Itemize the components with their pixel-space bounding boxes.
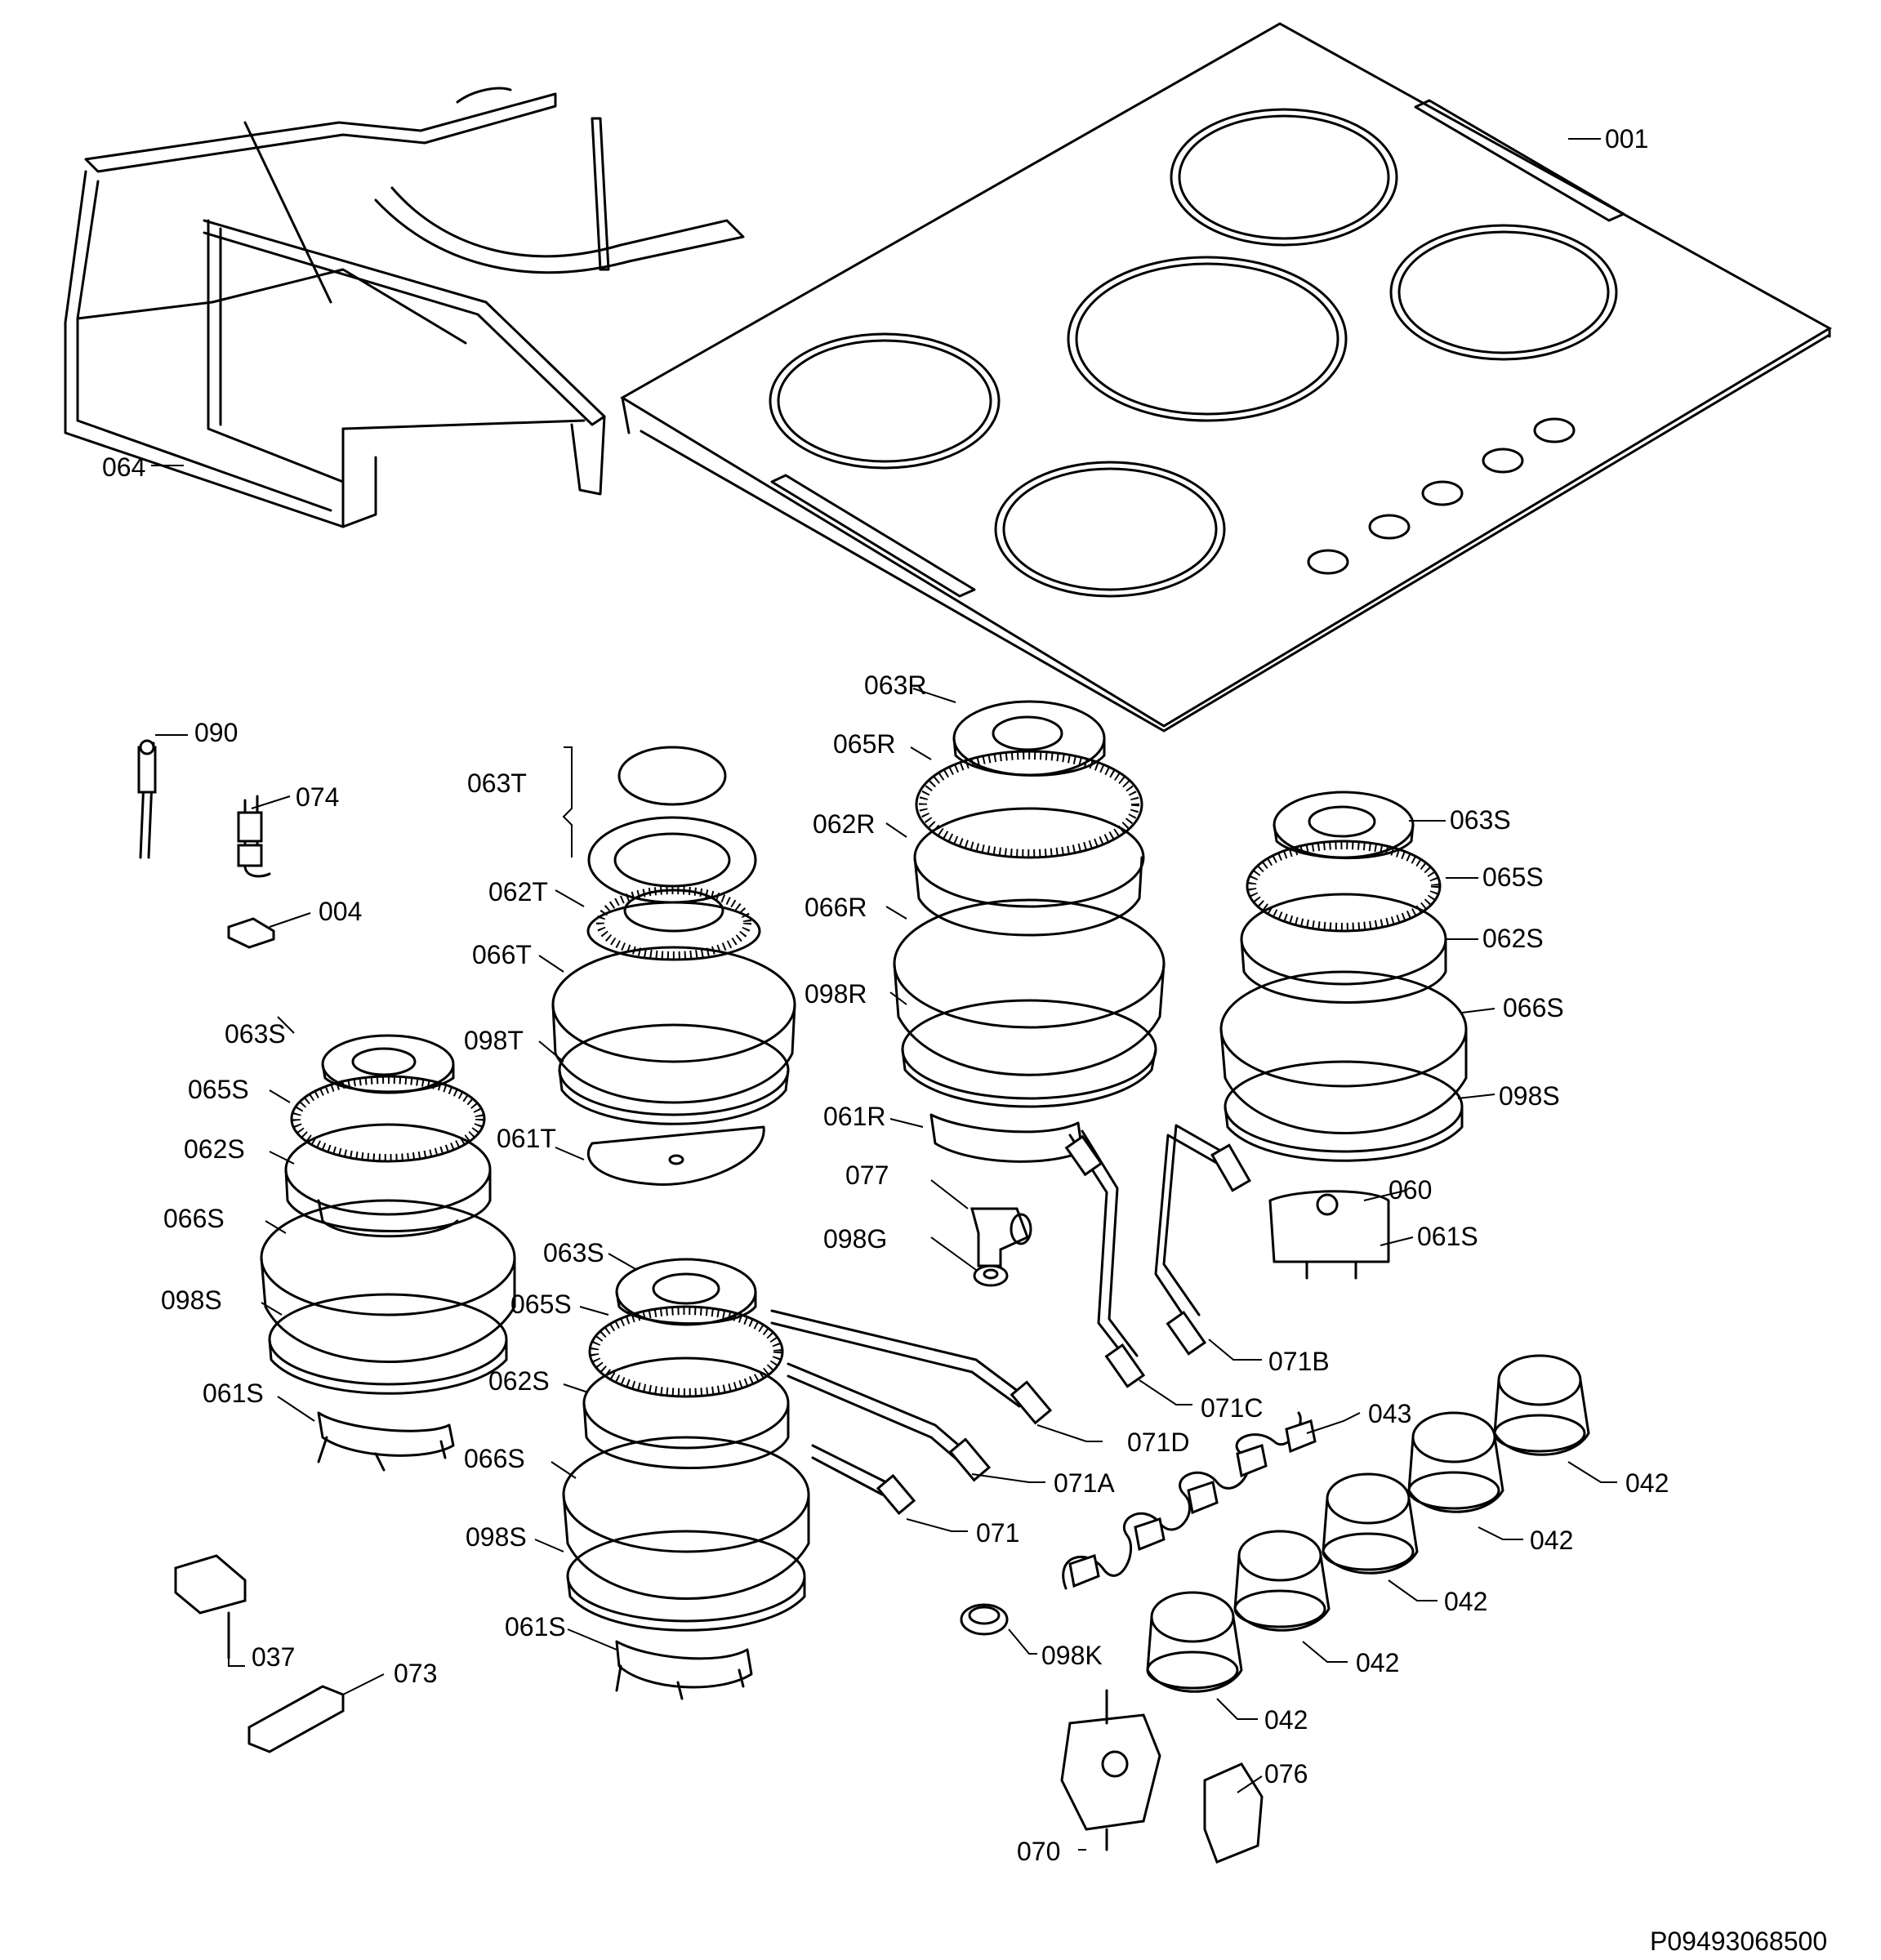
label-060: 060 — [1388, 1175, 1432, 1205]
thermocouple-090 — [137, 739, 157, 859]
label-066S-right: 066S — [1503, 993, 1564, 1022]
label-066S-left: 066S — [163, 1204, 225, 1233]
knob-042-5[interactable] — [1146, 1591, 1243, 1693]
knob-042-4[interactable] — [1233, 1530, 1331, 1632]
label-042-1: 042 — [1625, 1468, 1669, 1498]
part-labels: 001 064 090 074 004 063T 062T 066T 098T … — [102, 124, 1827, 1956]
label-098R: 098R — [805, 979, 867, 1009]
label-066T: 066T — [472, 940, 532, 969]
label-071A: 071A — [1054, 1468, 1115, 1498]
label-062S-center: 062S — [488, 1366, 550, 1396]
terminal-block-073 — [247, 1685, 345, 1753]
label-065S-left: 065S — [188, 1075, 249, 1104]
label-071B: 071B — [1268, 1347, 1330, 1376]
burner-stack-right — [1219, 791, 1468, 1280]
label-063S-right: 063S — [1450, 805, 1511, 835]
gasket-098K — [960, 1603, 1009, 1636]
label-043: 043 — [1368, 1399, 1411, 1428]
label-098S-left: 098S — [161, 1285, 222, 1315]
hob-top-plate — [620, 22, 1833, 733]
label-098S-right: 098S — [1499, 1081, 1560, 1111]
label-098S-center: 098S — [466, 1522, 527, 1552]
label-076: 076 — [1264, 1759, 1308, 1788]
knob-042-1[interactable] — [1493, 1354, 1590, 1456]
ignition-generator-037 — [174, 1554, 247, 1659]
label-065S-right: 065S — [1482, 862, 1544, 892]
label-098T: 098T — [464, 1026, 524, 1055]
gas-pipes — [770, 1124, 1251, 1516]
label-090: 090 — [194, 718, 238, 747]
label-061T: 061T — [497, 1124, 556, 1153]
gasket-098G — [973, 1264, 1009, 1287]
label-066S-center: 066S — [464, 1444, 525, 1473]
burner-stack-rapid — [893, 700, 1166, 1163]
pan-support-grid — [64, 87, 745, 528]
burner-stack-left — [260, 1034, 516, 1472]
label-061S-left: 061S — [203, 1379, 264, 1408]
label-098K: 098K — [1041, 1641, 1103, 1670]
label-063S-center: 063S — [543, 1238, 604, 1267]
label-074: 074 — [296, 782, 339, 812]
label-098G: 098G — [823, 1224, 887, 1254]
label-064: 064 — [102, 452, 145, 482]
clip-004 — [227, 917, 275, 949]
label-004: 004 — [319, 897, 362, 926]
label-061S-center: 061S — [505, 1612, 566, 1642]
burner-stack-center — [562, 1258, 810, 1700]
label-042-5: 042 — [1264, 1705, 1308, 1735]
label-065S-center: 065S — [510, 1290, 572, 1319]
knob-042-2[interactable] — [1407, 1411, 1504, 1513]
label-062S-right: 062S — [1482, 924, 1544, 953]
drawing-code: P09493068500 — [1650, 1927, 1827, 1956]
elbow-077 — [970, 1207, 1032, 1267]
burner-stack-center-left — [551, 746, 796, 1186]
label-063S-left: 063S — [225, 1019, 286, 1049]
label-042-3: 042 — [1444, 1587, 1487, 1616]
label-062S-left: 062S — [184, 1134, 245, 1164]
label-062R: 062R — [813, 809, 876, 839]
microswitch-harness-043 — [1062, 1411, 1317, 1590]
label-037: 037 — [252, 1642, 295, 1672]
label-066R: 066R — [805, 893, 867, 922]
leader-lines — [151, 138, 1617, 1851]
label-071C: 071C — [1201, 1393, 1264, 1423]
label-071: 071 — [976, 1518, 1019, 1548]
label-062T: 062T — [488, 877, 548, 906]
label-063R: 063R — [864, 670, 927, 700]
knob-042-3[interactable] — [1322, 1472, 1419, 1575]
label-061R: 061R — [823, 1102, 886, 1131]
label-061S-right: 061S — [1417, 1222, 1478, 1251]
label-071D: 071D — [1127, 1428, 1190, 1457]
label-042-4: 042 — [1356, 1648, 1399, 1677]
label-070: 070 — [1017, 1837, 1060, 1866]
label-065R: 065R — [833, 729, 896, 759]
label-077: 077 — [845, 1160, 889, 1190]
gas-tap-070 — [1060, 1689, 1161, 1851]
label-073: 073 — [394, 1659, 437, 1688]
ignition-electrode-074 — [237, 795, 271, 878]
bracket-076 — [1203, 1762, 1264, 1864]
label-001: 001 — [1605, 124, 1648, 154]
label-063T: 063T — [467, 768, 527, 798]
label-042-2: 042 — [1530, 1526, 1573, 1555]
